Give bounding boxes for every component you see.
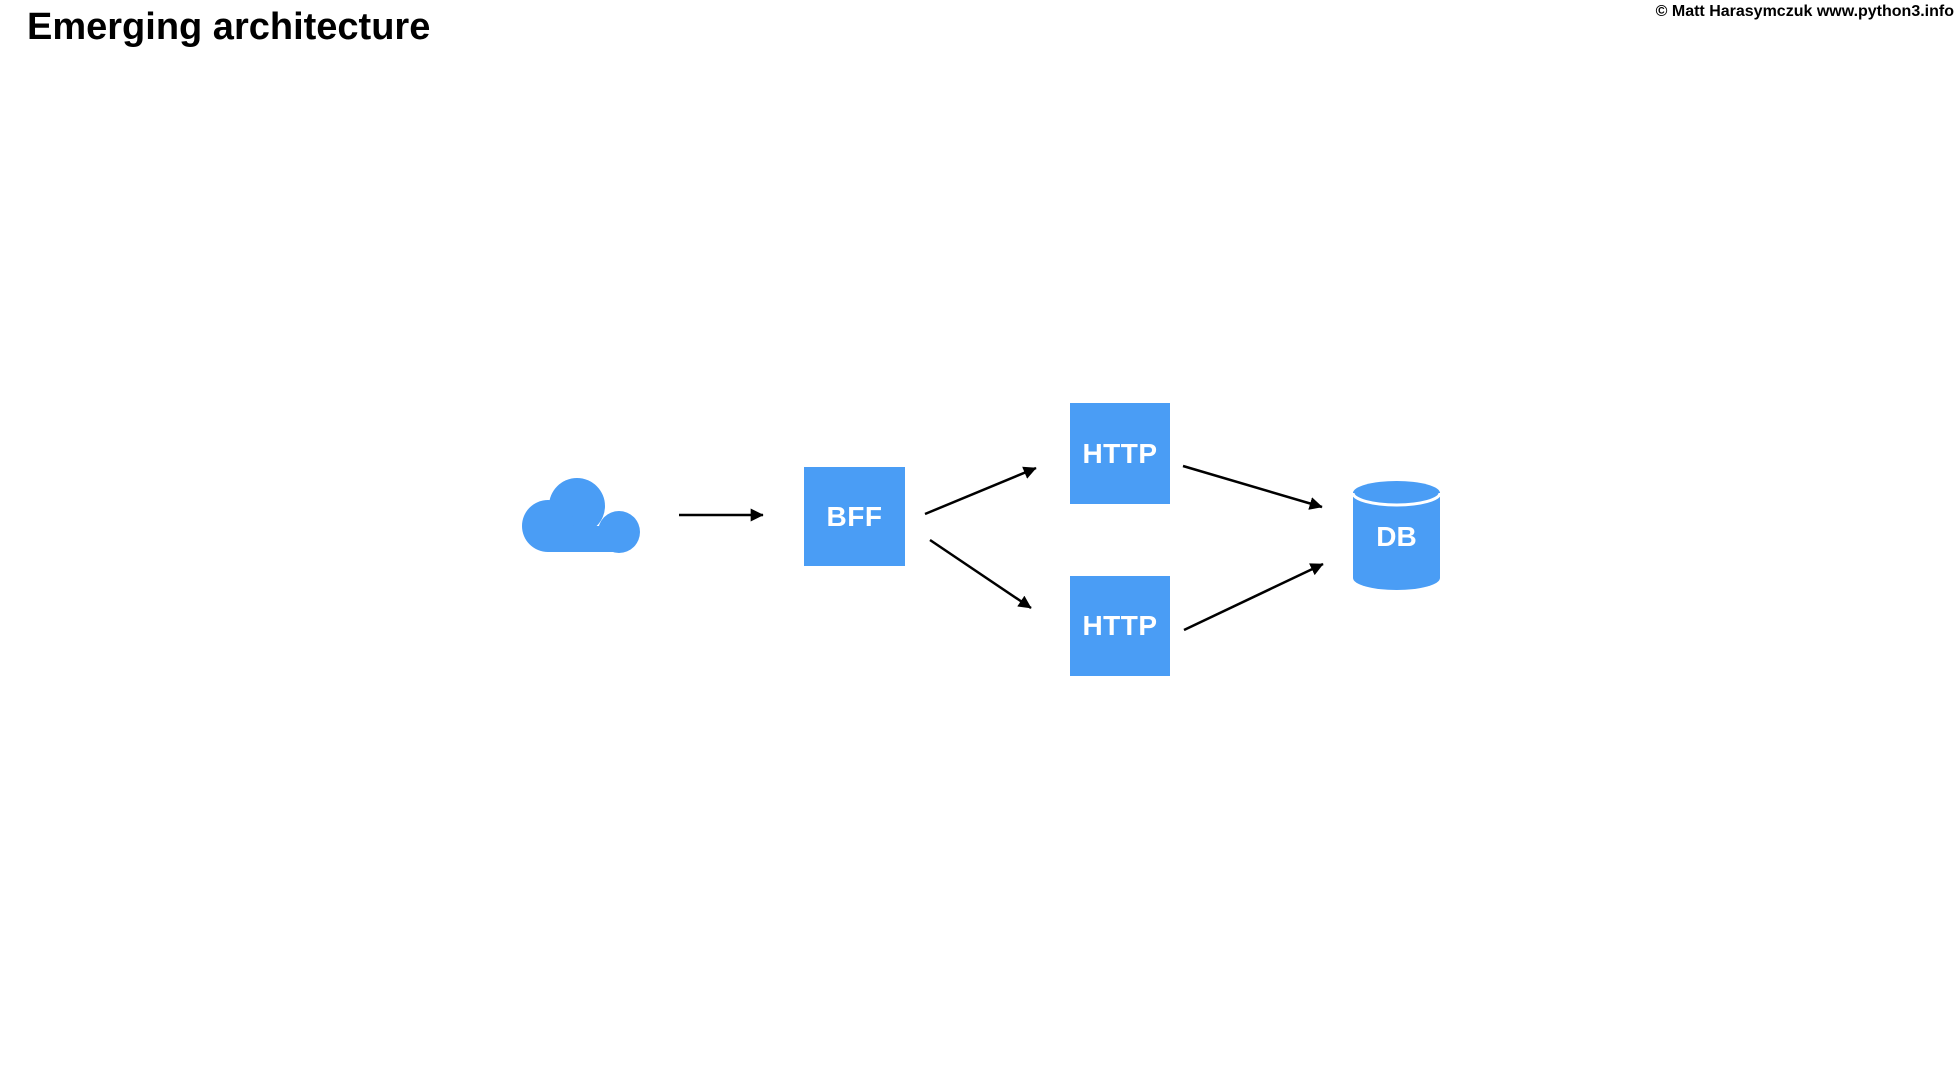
edge-http-top-to-db bbox=[1182, 464, 1323, 510]
node-bff-label: BFF bbox=[826, 500, 883, 532]
node-http-bottom: HTTP bbox=[1070, 576, 1170, 676]
node-db-label: DB bbox=[1376, 521, 1417, 552]
edge-http-bottom-to-db bbox=[1183, 562, 1324, 632]
node-bff: BFF bbox=[804, 467, 905, 566]
node-http-bottom-label: HTTP bbox=[1082, 610, 1158, 641]
copyright-text: © Matt Harasymczuk www.python3.info bbox=[1655, 3, 1954, 20]
cloud-icon bbox=[522, 478, 640, 553]
page-title: Emerging architecture bbox=[27, 6, 431, 48]
node-http-top-label: HTTP bbox=[1082, 437, 1158, 469]
node-http-top: HTTP bbox=[1070, 403, 1170, 504]
database-cylinder-icon bbox=[1353, 481, 1440, 590]
edge-bff-to-http-top bbox=[924, 466, 1037, 516]
node-db: DB bbox=[1353, 481, 1440, 590]
edge-bff-to-http-bottom bbox=[929, 538, 1032, 610]
